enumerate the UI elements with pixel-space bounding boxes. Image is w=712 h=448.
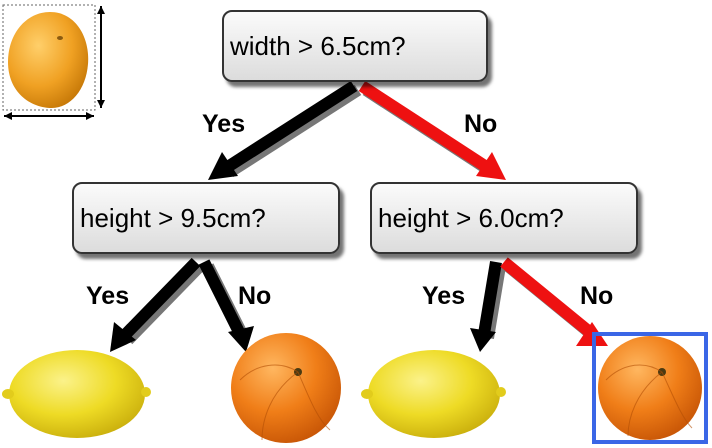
edge-label-root-no: No [464,110,498,138]
left-decision-node: height > 9.5cm? [72,182,340,254]
edge-root-no [358,80,506,180]
lemon-image [2,350,151,438]
edge-label-left-yes: Yes [86,282,130,310]
orange-image [231,333,341,443]
lemon-image [361,350,506,438]
selected-leaf-box [592,332,708,444]
edge-right-yes [470,261,506,352]
edge-left-yes [110,257,205,352]
sample-fruit-image [2,4,105,120]
edge-label-root-yes: Yes [202,110,246,138]
edge-label-right-no: No [580,282,614,310]
edge-root-yes [208,80,362,180]
edge-label-right-yes: Yes [422,282,466,310]
root-decision-node: width > 6.5cm? [222,10,488,82]
right-decision-node: height > 6.0cm? [370,182,638,254]
edge-left-no [198,259,254,352]
edge-label-left-no: No [238,282,272,310]
orange-image [598,336,702,440]
